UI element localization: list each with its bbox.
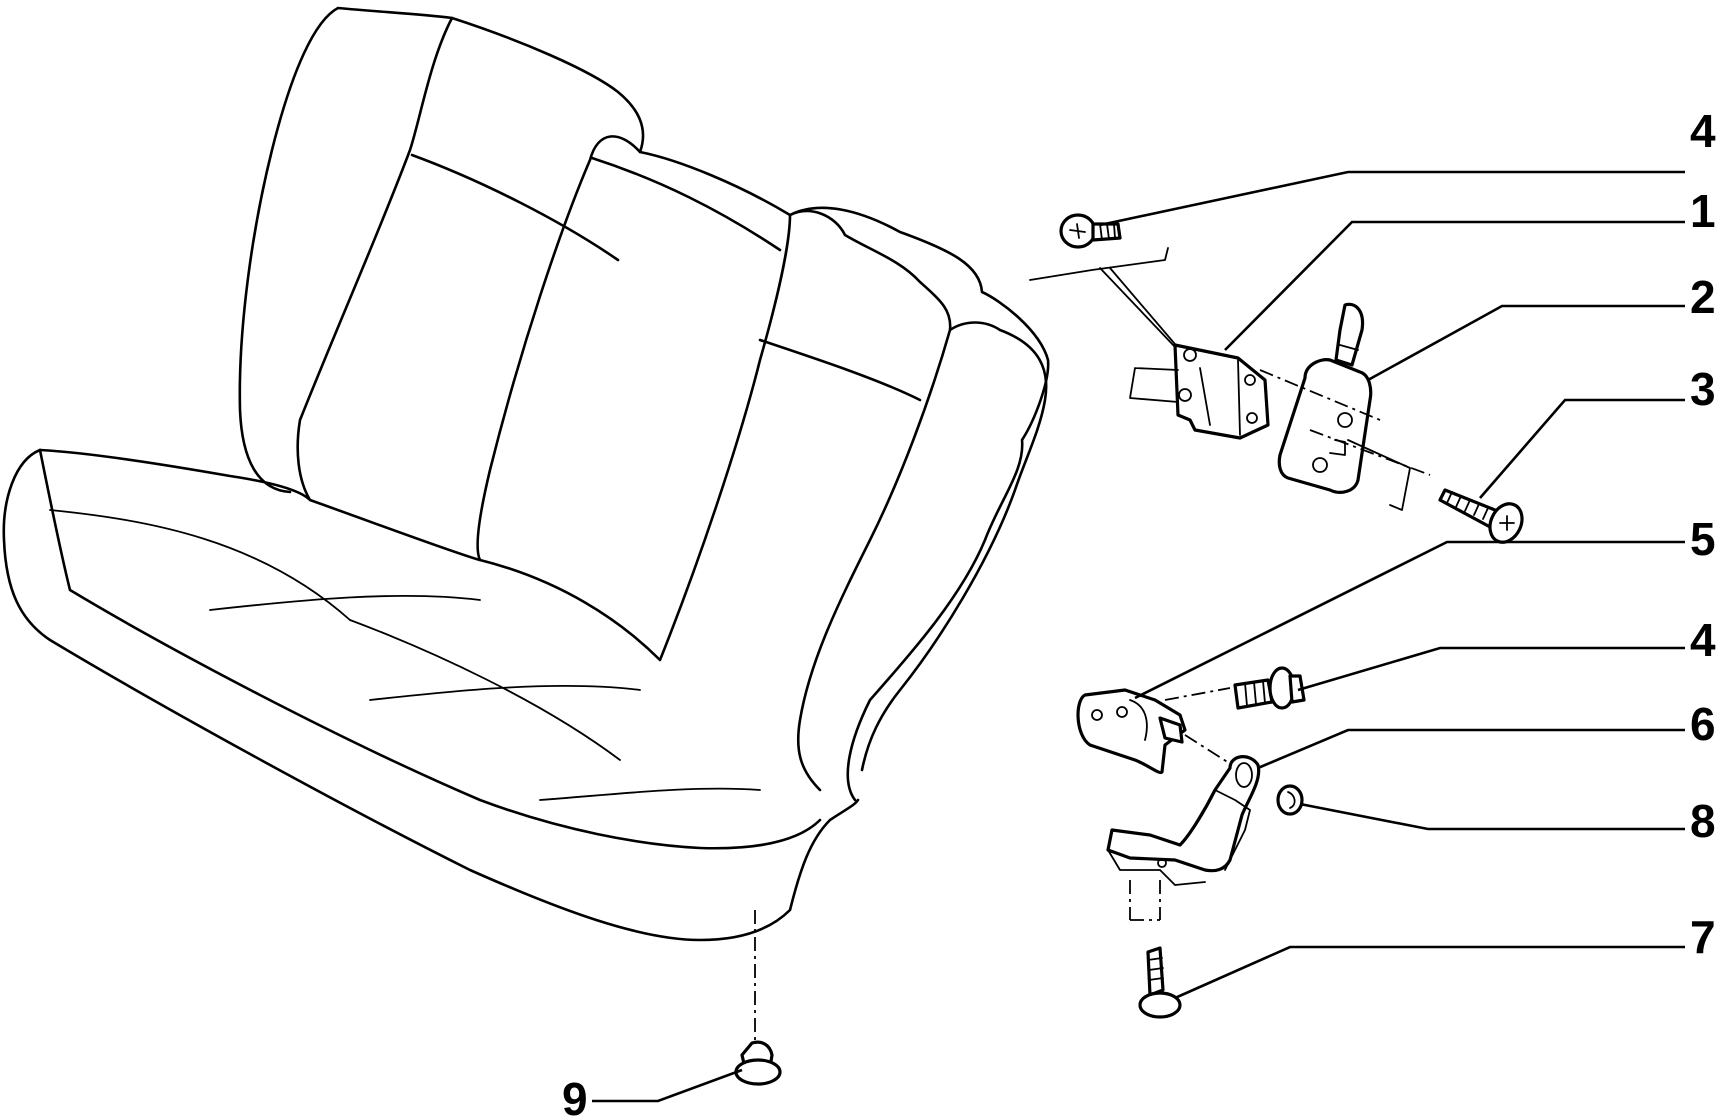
seat-back-right-wing	[860, 321, 1048, 772]
seat-cushion-seam-4	[539, 787, 761, 801]
leader-4b	[1297, 646, 1685, 692]
seat-backrest-outline	[238, 6, 1050, 802]
seat-cushion-seam-1	[49, 509, 351, 621]
seat-cushion-seam-2	[209, 594, 481, 611]
push-clip	[734, 910, 782, 1086]
callout-2: 2	[1690, 271, 1716, 323]
pivot-bracket	[1076, 688, 1187, 775]
leader-1	[1224, 220, 1685, 351]
leader-6	[1257, 728, 1685, 770]
callout-1: 1	[1690, 185, 1716, 237]
seat-cushion-seam-5	[349, 619, 621, 761]
retaining-clip	[1276, 784, 1304, 816]
leader-3	[1479, 398, 1685, 499]
support-arm	[1106, 755, 1261, 921]
seat-back-center-panel	[476, 135, 792, 662]
callout-7: 7	[1690, 911, 1716, 963]
leader-8	[1299, 802, 1685, 831]
callout-8: 8	[1690, 795, 1716, 847]
rear-seat-assembly	[2, 6, 1050, 942]
screw-lower	[1138, 946, 1182, 1019]
upper-hinge-group	[1029, 213, 1524, 544]
callout-6: 6	[1690, 698, 1716, 750]
alignment-line-upper	[1259, 369, 1431, 476]
callout-4-lower: 4	[1690, 614, 1716, 666]
seat-back-left-panel	[296, 16, 454, 502]
seat-cushion-front-edge	[38, 448, 822, 850]
callout-9: 9	[562, 1073, 588, 1118]
seat-back-right-seam	[758, 338, 922, 402]
seat-cushion-seam-3	[369, 684, 641, 701]
callout-5: 5	[1690, 513, 1716, 565]
callout-4-upper: 4	[1690, 105, 1716, 157]
leader-4a	[1099, 170, 1685, 227]
bolt-lower	[1233, 666, 1306, 710]
leader-5	[1134, 540, 1685, 700]
leader-9	[592, 1068, 743, 1103]
seat-back-center-seam	[590, 156, 782, 252]
seat-cushion-top	[38, 448, 482, 562]
ref-lines-upper	[1029, 247, 1181, 351]
leader-7	[1174, 945, 1685, 1000]
screw-upper	[1438, 488, 1524, 544]
seat-back-right-panel	[788, 209, 952, 792]
seat-cushion-outline	[2, 448, 860, 942]
seat-back-left-seam	[410, 153, 620, 262]
lower-hinge-group	[734, 666, 1306, 1086]
bolt-upper	[1059, 213, 1122, 249]
callout-numbers: 4 1 2 3 5 4 6 8 7 9	[562, 105, 1716, 1118]
latch-plate	[1277, 302, 1373, 494]
hinge-bracket-upper	[1129, 343, 1270, 440]
alignment-line-lower-1	[1164, 687, 1231, 701]
leader-lines	[592, 170, 1685, 1103]
callout-3: 3	[1690, 363, 1716, 415]
leader-2	[1367, 304, 1685, 382]
